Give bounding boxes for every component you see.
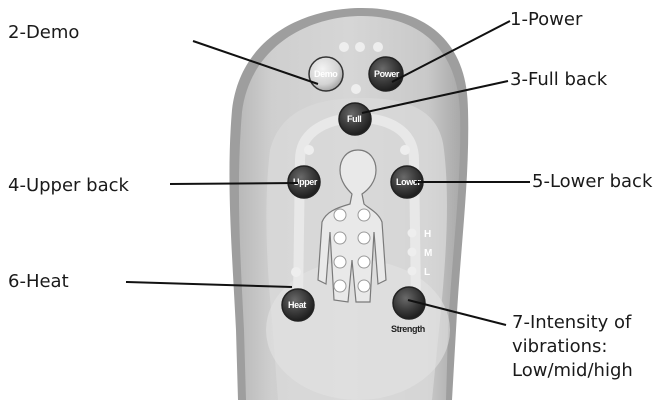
strength-button-label: Strength <box>391 324 425 334</box>
full-led <box>351 84 361 94</box>
demo-led-2 <box>355 42 365 52</box>
level-led-mid <box>408 248 417 257</box>
callout-power: 1-Power <box>510 8 582 32</box>
level-mid-label: M <box>424 248 432 259</box>
heat-button-label: Heat <box>288 300 306 310</box>
strength-button[interactable]: Strength <box>391 287 425 334</box>
callout-intensity: 7-Intensity of vibrations: Low/mid/high <box>512 311 671 383</box>
callout-intensity-line-1: 7-Intensity of <box>512 311 671 335</box>
demo-button[interactable]: Demo <box>309 57 343 91</box>
power-led <box>373 42 383 52</box>
callout-demo: 2-Demo <box>8 21 79 45</box>
full-button[interactable]: Full <box>339 103 371 135</box>
callout-heat: 6-Heat <box>8 270 69 294</box>
upper-button-label: Upper <box>293 177 318 187</box>
level-high-label: H <box>424 229 431 240</box>
callout-lower-back: 5-Lower back <box>532 170 652 194</box>
power-button-label: Power <box>374 69 400 79</box>
callout-intensity-line-3: Low/mid/high <box>512 359 671 383</box>
upper-button[interactable]: Upper <box>288 166 320 198</box>
heat-led <box>291 267 301 277</box>
callout-intensity-line-2: vibrations: <box>512 335 671 359</box>
heat-button[interactable]: Heat <box>282 289 314 321</box>
callout-upper-back: 4-Upper back <box>8 174 129 198</box>
full-button-label: Full <box>347 114 361 124</box>
power-button[interactable]: Power <box>369 57 403 91</box>
lower-led <box>400 145 410 155</box>
demo-button-label: Demo <box>314 69 338 79</box>
upper-led <box>304 145 314 155</box>
leader-line-upper <box>170 183 298 184</box>
level-led-low <box>408 267 417 276</box>
level-led-high <box>408 229 417 238</box>
demo-led-1 <box>339 42 349 52</box>
level-low-label: L <box>424 267 430 278</box>
callout-full-back: 3-Full back <box>510 68 607 92</box>
